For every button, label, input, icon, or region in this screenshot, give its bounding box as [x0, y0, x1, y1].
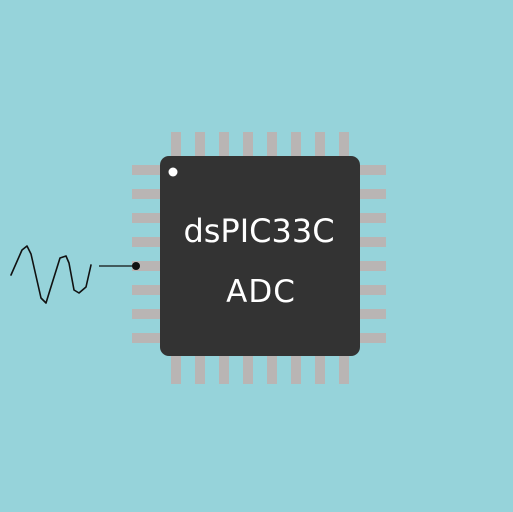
chip-pin-bottom-4	[243, 352, 253, 384]
chip-pin-top-5	[267, 132, 277, 160]
chip-pin-bottom-6	[291, 352, 301, 384]
chip-pin-right-8	[356, 333, 386, 343]
chip-pin-bottom-5	[267, 352, 277, 384]
chip-pin-left-5	[132, 261, 160, 271]
chip-pin-top-6	[291, 132, 301, 160]
chip-pin-left-7	[132, 309, 160, 319]
chip-pin-right-5	[356, 261, 386, 271]
chip-function-label: ADC	[226, 274, 296, 310]
chip-pin-right-2	[356, 189, 386, 199]
chip-pin-top-3	[219, 132, 229, 160]
chip-pin-bottom-7	[315, 352, 325, 384]
chip-pin-left-2	[132, 189, 160, 199]
chip-pin-left-1	[132, 165, 160, 175]
chip-pins-bottom	[171, 352, 349, 384]
chip-pin-top-2	[195, 132, 205, 160]
chip-pin-top-4	[243, 132, 253, 160]
chip-pin-right-1	[356, 165, 386, 175]
chip-pin-bottom-3	[219, 352, 229, 384]
chip-pin-right-4	[356, 237, 386, 247]
analog-waveform-icon	[10, 245, 92, 304]
chip-pin-bottom-8	[339, 352, 349, 384]
chip-body	[160, 156, 360, 356]
chip-pin-bottom-1	[171, 352, 181, 384]
chip-pin-right-7	[356, 309, 386, 319]
chip-pin-top-1	[171, 132, 181, 160]
chip-name: dsPIC33C	[183, 212, 334, 250]
chip-pin-left-4	[132, 237, 160, 247]
chip-pin-left-3	[132, 213, 160, 223]
chip-pin-left-6	[132, 285, 160, 295]
chip-pins-left	[132, 165, 160, 343]
chip-pin-right-6	[356, 285, 386, 295]
chip-pin-top-8	[339, 132, 349, 160]
chip-pins-right	[356, 165, 386, 343]
chip-pin-bottom-2	[195, 352, 205, 384]
chip-pin-left-8	[132, 333, 160, 343]
chip-pin-right-3	[356, 213, 386, 223]
input-pin-connection-dot	[132, 262, 140, 270]
pin1-indicator-dot	[168, 167, 178, 177]
chip-pin-top-7	[315, 132, 325, 160]
chip-pins-top	[171, 132, 349, 160]
